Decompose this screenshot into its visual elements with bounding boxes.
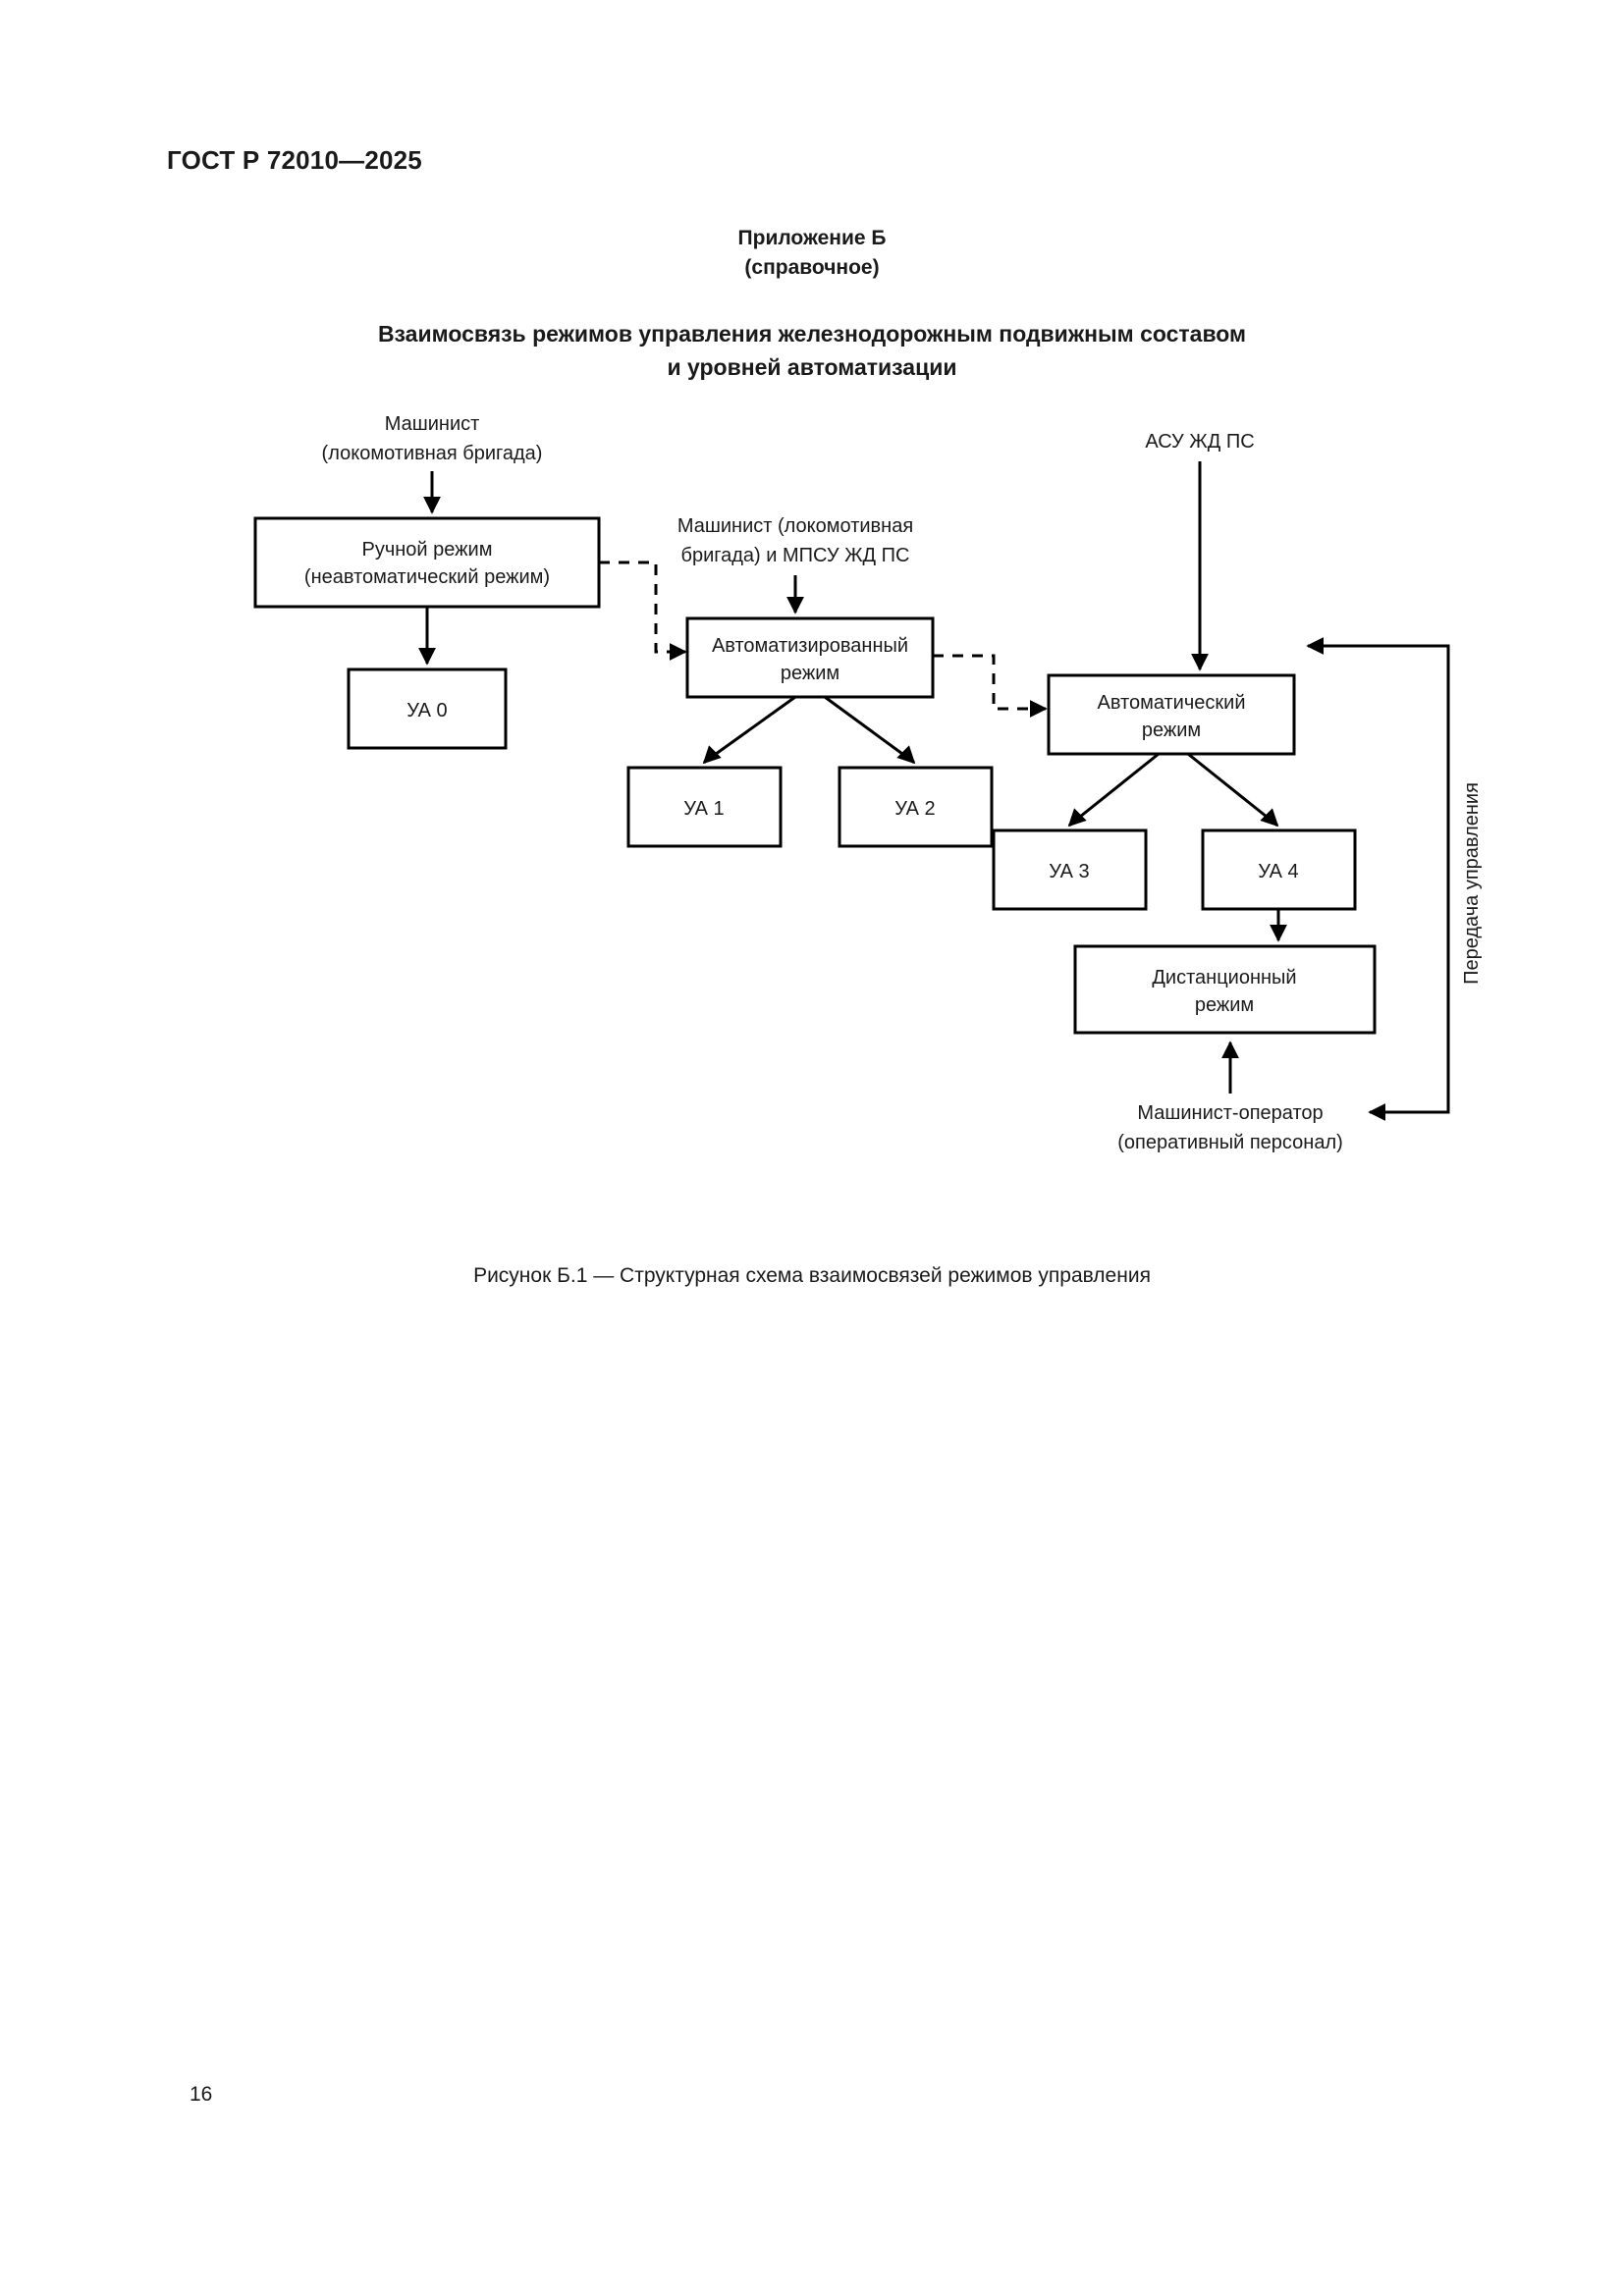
annex-title: Приложение Б: [737, 227, 887, 249]
node-remote-mode[interactable]: Дистанционный режим: [1073, 944, 1377, 1035]
edge-automated-to-ua2: [824, 695, 914, 764]
node-ua2[interactable]: УА 2: [838, 766, 994, 848]
node-automated-mode-line-2: режим: [781, 663, 839, 684]
node-automatic-mode-line-1: Автоматический: [1098, 692, 1246, 714]
node-ua1[interactable]: УА 1: [626, 766, 783, 848]
label-asu: АСУ ЖД ПС: [1145, 431, 1254, 453]
node-ua0-rect[interactable]: [347, 667, 508, 750]
node-ua1-label: УА 1: [683, 798, 724, 820]
label-driver-mpsu: Машинист (локомотивная бригада) и МПСУ Ж…: [677, 515, 913, 566]
label-operator-line-1: Машинист-оператор: [1137, 1102, 1323, 1124]
label-driver-mpsu-line-1: Машинист (локомотивная: [677, 515, 913, 537]
node-ua0-label: УА 0: [406, 700, 447, 721]
label-control-transfer-text: Передача управления: [1461, 782, 1483, 985]
figure-caption: Рисунок Б.1 — Структурная схема взаимосв…: [473, 1264, 1151, 1287]
edge-automatic-to-ua3-arrow: [1067, 808, 1087, 828]
node-ua0[interactable]: УА 0: [347, 667, 508, 750]
label-driver-top-line-2: (локомотивная бригада): [322, 443, 543, 464]
edge-automated-to-ua2-arrow: [896, 745, 916, 765]
node-remote-mode-line-2: режим: [1195, 994, 1254, 1016]
label-operator-line-2: (оперативный персонал): [1117, 1132, 1343, 1153]
label-driver-top-line-1: Машинист: [385, 413, 480, 435]
node-ua3[interactable]: УА 3: [992, 828, 1148, 911]
label-operator: Машинист-оператор (оперативный персонал): [1117, 1102, 1343, 1153]
node-automated-mode[interactable]: Автоматизированный режим: [685, 616, 935, 699]
node-manual-mode[interactable]: Ручной режим (неавтоматический режим): [253, 516, 601, 609]
node-ua2-label: УА 2: [894, 798, 935, 820]
node-remote-mode-rect[interactable]: [1073, 944, 1377, 1035]
edge-automatic-to-ua4-arrow: [1260, 808, 1279, 828]
node-automated-mode-line-1: Автоматизированный: [712, 635, 908, 657]
annex-subtitle: (справочное): [744, 256, 880, 279]
page-number: 16: [189, 2083, 213, 2106]
node-ua3-rect[interactable]: [992, 828, 1148, 911]
node-automatic-mode-rect[interactable]: [1047, 673, 1296, 756]
node-ua4-rect[interactable]: [1201, 828, 1357, 911]
node-remote-mode-line-1: Дистанционный: [1152, 967, 1296, 988]
figure-title: Взаимосвязь режимов управления железнодо…: [223, 317, 1401, 384]
edge-automated-to-automatic: [933, 654, 1041, 711]
node-ua1-rect[interactable]: [626, 766, 783, 848]
edge-automated-to-ua1: [704, 695, 796, 764]
label-driver-top: Машинист (локомотивная бригада): [322, 413, 543, 464]
node-manual-mode-line-2: (неавтоматический режим): [304, 566, 550, 588]
standard-header: ГОСТ Р 72010—2025: [167, 145, 422, 175]
node-ua4-label: УА 4: [1258, 861, 1298, 882]
figure-title-line-2: и уровней автоматизации: [667, 354, 957, 380]
node-manual-mode-line-1: Ручной режим: [362, 539, 493, 561]
edge-automated-to-ua1-arrow: [702, 745, 722, 765]
node-ua4[interactable]: УА 4: [1201, 828, 1357, 911]
node-ua3-label: УА 3: [1049, 861, 1089, 882]
node-automatic-mode[interactable]: Автоматический режим: [1047, 673, 1296, 756]
label-control-transfer: Передача управления: [1461, 782, 1483, 985]
annex-heading: Приложение Б (справочное): [0, 224, 1624, 283]
edge-control-transfer-loop: [1313, 644, 1450, 1114]
node-automated-mode-rect[interactable]: [685, 616, 935, 699]
label-driver-mpsu-line-2: бригада) и МПСУ ЖД ПС: [681, 545, 910, 566]
control-modes-diagram: Машинист (локомотивная бригада) Ручной р…: [0, 393, 1624, 1256]
label-asu-line-1: АСУ ЖД ПС: [1145, 431, 1254, 453]
edge-automatic-to-ua4: [1187, 752, 1277, 827]
node-ua2-rect[interactable]: [838, 766, 994, 848]
edge-automatic-to-ua3: [1069, 752, 1160, 827]
node-manual-mode-rect[interactable]: [253, 516, 601, 609]
node-automatic-mode-line-2: режим: [1142, 720, 1201, 741]
figure-title-line-1: Взаимосвязь режимов управления железнодо…: [377, 321, 1247, 347]
edge-manual-to-automated: [599, 561, 680, 654]
